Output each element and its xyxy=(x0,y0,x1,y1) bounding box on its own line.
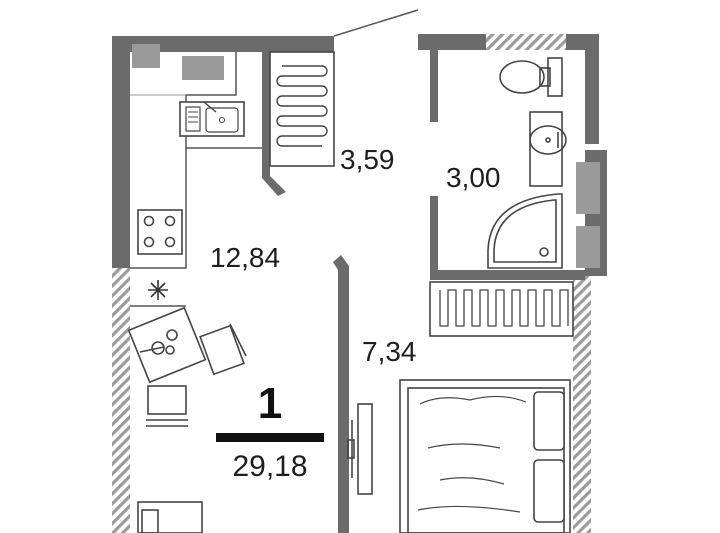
kitchen-area-label: 12,84 xyxy=(210,242,281,273)
wall-right-lower xyxy=(573,276,591,533)
wall-bath-bottom xyxy=(430,270,585,280)
window-pane xyxy=(132,44,160,68)
wall-right-upper xyxy=(585,34,599,144)
summary-divider xyxy=(216,433,324,442)
living-area-label: 7,34 xyxy=(362,336,417,367)
bathroom-area-label: 3,00 xyxy=(446,162,501,193)
counter-lower-outline xyxy=(130,148,187,269)
hallway-area-label: 3,59 xyxy=(340,144,395,175)
interior-walls xyxy=(262,46,585,533)
wall-partition xyxy=(333,255,349,533)
rooms-count: 1 xyxy=(257,379,283,428)
total-area-label: 29,18 xyxy=(232,450,308,483)
door-swing-line xyxy=(333,9,419,37)
wall-left-upper xyxy=(112,36,130,268)
wall-top-right-hatch xyxy=(486,34,566,50)
bed-icon xyxy=(399,379,571,533)
wall-hall-stub xyxy=(262,162,286,196)
windows-top-left xyxy=(132,44,224,80)
wall-left-hatched xyxy=(112,268,130,360)
tv-icon xyxy=(347,403,373,495)
kitchen-counter xyxy=(130,52,262,269)
wall-left-lower xyxy=(112,360,130,533)
windows-right xyxy=(576,162,600,268)
armchair-icon xyxy=(137,501,203,533)
window-pane xyxy=(182,56,224,80)
chair-icon xyxy=(146,385,188,427)
window-pane xyxy=(576,226,600,268)
wall-bath-left-upper xyxy=(430,46,438,122)
radiator-icon xyxy=(429,281,574,337)
stove-icon xyxy=(137,209,183,255)
washbasin-icon xyxy=(529,111,567,187)
dining-table-icon xyxy=(127,306,207,384)
shower-tray-icon xyxy=(487,193,563,269)
sink-icon xyxy=(179,101,245,137)
radiator-icon xyxy=(269,51,335,167)
fridge-icon xyxy=(148,280,168,300)
window-pane xyxy=(576,162,600,214)
toilet-icon xyxy=(499,57,563,97)
chair-icon xyxy=(199,323,247,376)
wall-top-left xyxy=(112,36,334,52)
wall-bath-left-lower xyxy=(430,196,438,276)
wall-hall-top xyxy=(262,52,270,164)
